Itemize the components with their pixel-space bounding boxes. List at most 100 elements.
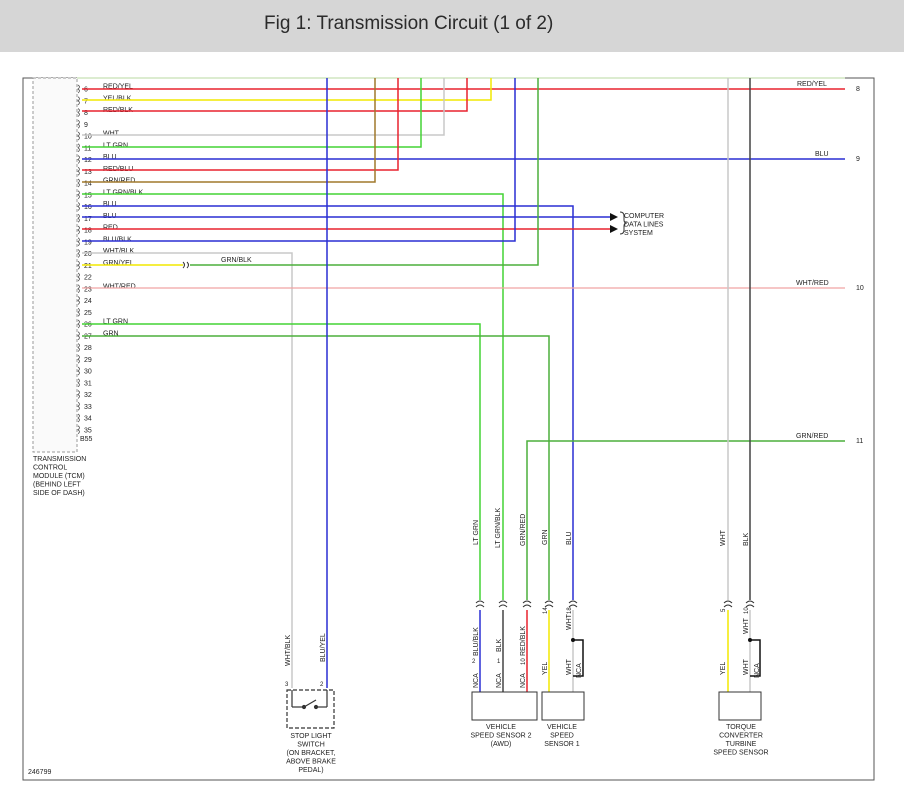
vss2-label-line: VEHICLE (486, 724, 516, 731)
pin-vss1-14: 14 (543, 607, 549, 614)
tcm-pin-number: 11 (84, 145, 91, 152)
label-right-blu: BLU (815, 151, 829, 158)
tcm-pin-tick (77, 155, 80, 164)
tcm-pin-wire-label: GRN/RED (103, 178, 135, 185)
tcm-pin-wire-label: BLU/BLK (103, 236, 132, 243)
vlabel-vss1-yel: YEL (542, 662, 549, 675)
vlabel-vss1-wht: WHT (566, 658, 573, 675)
ss-label-line: (ON BRACKET, (286, 750, 335, 757)
tcm-pin-tick (77, 390, 80, 399)
vertical-wire-labels: WHT/BLK BLU/YEL LT GRN LT GRN/BLK GRN/RE… (285, 507, 761, 688)
vlabel-vss2-blk: BLK (496, 638, 503, 652)
tcm-pin-tick (77, 319, 80, 329)
vlabel-vss2-nca-1: NCA (473, 673, 480, 688)
tcm-pin-number: 22 (84, 275, 92, 282)
data-line-arrow-1 (610, 213, 618, 221)
wire-lt-grn-blk (82, 193, 504, 600)
tcm-label-line: TRANSMISSION (33, 456, 86, 463)
tcm-pin-tick (77, 190, 80, 200)
tcm-pin-tick (77, 249, 80, 258)
label-splice-grn-blk: GRN/BLK (221, 257, 252, 264)
tcm-label-line: CONTROL (33, 465, 67, 472)
tcm-pin-wire-label: LT GRN (103, 142, 128, 149)
wire-grn-27 (82, 335, 550, 600)
tcm-pin-tick (77, 166, 80, 176)
vlabel-blu-yel: BLU/YEL (320, 633, 327, 662)
tcm-pin-number: 33 (84, 404, 92, 411)
vlabel-vss2-blu-blk: BLU/BLK (473, 627, 480, 656)
vss1-label-line: SENSOR 1 (544, 741, 580, 748)
ss-label-line: SWITCH (297, 742, 325, 749)
tcm-pin-tick (77, 84, 80, 94)
tcm-pin-tick (77, 366, 80, 376)
tcm-pin-wire-label: BLU (103, 154, 117, 161)
wire-red-blk (82, 78, 468, 112)
wire-lt-grn-26 (82, 323, 481, 600)
vlabel-vss1-blu: BLU (566, 531, 573, 545)
tcm-pin-tick (77, 108, 80, 117)
wire-red-blu (82, 78, 399, 171)
wire-routing (77, 77, 845, 692)
vlabel-tc-wht-10: WHT (743, 617, 750, 634)
tcm-pin-tick (77, 296, 80, 305)
vlabel-vss2-nca-3: NCA (520, 673, 527, 688)
tcm-pin-tick (77, 425, 80, 435)
vlabel-wht-blk: WHT/BLK (285, 635, 292, 666)
tcts-box (718, 691, 762, 721)
pin-vss1-18: 18 (567, 607, 573, 614)
vlabel-vss1-nca: NCA (576, 663, 583, 678)
tcm-pin-wire-label: WHT/RED (103, 283, 136, 290)
tcm-pin-tick (77, 213, 80, 223)
tcm-pin-tick (77, 131, 80, 141)
tcm-pin-number: 28 (84, 345, 92, 352)
tcm-pin-tick (77, 225, 80, 235)
tcm-pin-wire-label: YEL/BLK (103, 95, 132, 102)
pin-tc-10: 10 (744, 607, 750, 614)
tcts-label-line: SPEED SENSOR (713, 750, 768, 757)
tcm-pin-number: 19 (84, 239, 92, 246)
header-bar: Fig 1: Transmission Circuit (1 of 2) (0, 0, 904, 52)
tcm-pin-number: 30 (84, 369, 92, 376)
vlabel-tc-wht-bot: WHT (743, 658, 750, 675)
label-right-wht-red: WHT/RED (796, 280, 829, 287)
tcm-pin-number: 13 (84, 169, 92, 176)
tcm-pin-tick (77, 143, 80, 153)
tcm-pin-number: 34 (84, 416, 92, 423)
vlabel-vss2-lt-grn: LT GRN (473, 520, 480, 545)
data-line-arrow-2 (610, 225, 618, 233)
tcm-pin-tick (77, 96, 80, 106)
wire-wht (82, 78, 445, 136)
tcm-pin-number: 6 (84, 87, 88, 94)
wire-blu-16 (82, 205, 574, 600)
tcm-pin-number: 15 (84, 192, 92, 199)
ss-label-line: STOP LIGHT (290, 733, 332, 740)
tcm-pin-number: 17 (84, 216, 92, 223)
tcm-pin-number: 18 (84, 228, 92, 235)
tcm-pin-wire-label: RED (103, 225, 118, 232)
wire-lt-grn-11 (82, 78, 422, 148)
tcm-module-box (32, 77, 78, 453)
tcm-pin-tick (77, 343, 80, 352)
page-title: Fig 1: Transmission Circuit (1 of 2) (264, 13, 554, 34)
tcts-label-line: TORQUE (726, 724, 756, 731)
tcm-pin-number: 12 (84, 157, 92, 164)
tcm-pin-wire-label: BLU (103, 201, 117, 208)
ss-label-line: PEDAL) (298, 767, 323, 774)
wire-tc-shield (750, 639, 761, 677)
tcm-pin-tick (77, 178, 80, 188)
tcm-pin-number: 35 (84, 427, 92, 434)
wire-yel-blk (82, 78, 492, 101)
tcm-pin-number: 21 (84, 263, 92, 270)
tcm-label-line: SIDE OF DASH) (33, 490, 85, 497)
pin-ss-3: 3 (285, 682, 289, 688)
tcm-pin-wire-label: WHT/BLK (103, 248, 134, 255)
tcm-pin-number: 24 (84, 298, 92, 305)
tcm-pin-number: 16 (84, 204, 92, 211)
tcm-pin-tick (77, 272, 80, 282)
data-lines-label-line: SYSTEM (624, 230, 653, 237)
